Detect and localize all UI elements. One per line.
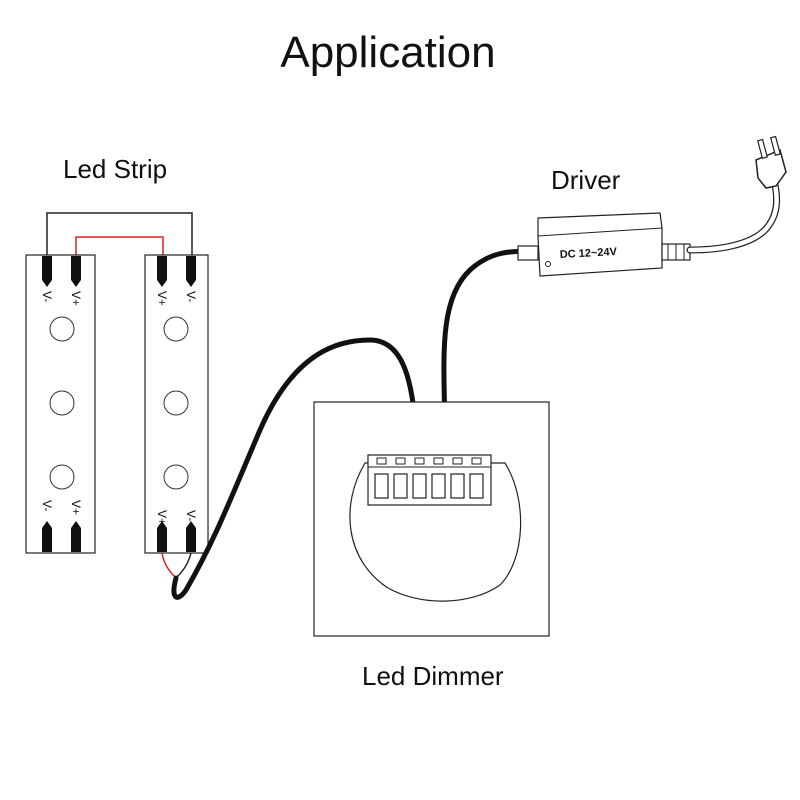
strip-pin-labels: V- V+ V+ V- V- V+ V+ V- [40, 291, 198, 525]
led-strip-right [144, 254, 209, 554]
page-title: Application [280, 28, 496, 77]
strip-bridge-wires [46, 212, 193, 258]
strip-pad [186, 256, 196, 280]
terminal-screw [395, 457, 406, 465]
terminal-slot [450, 473, 465, 499]
led-chip [49, 390, 75, 416]
led-dimmer [313, 401, 550, 637]
terminal-slot [412, 473, 427, 499]
terminal-screw [376, 457, 387, 465]
pin-label: V- [184, 510, 198, 521]
pin-label: V+ [155, 510, 169, 525]
driver: DC 12~24V [517, 212, 691, 277]
led-dimmer-label: Led Dimmer [362, 661, 504, 691]
strip-pad [157, 256, 167, 280]
led-chip [163, 316, 189, 342]
strip-pad [42, 256, 52, 280]
driver-indicator [545, 261, 551, 267]
pin-label: V+ [69, 500, 83, 515]
terminal-screw [471, 457, 482, 465]
led-chip [49, 464, 75, 490]
strip-pad [186, 528, 196, 552]
dimmer-to-driver-cable [441, 248, 538, 433]
terminal-screw [433, 457, 444, 465]
led-chip [163, 390, 189, 416]
pin-label: V+ [69, 291, 83, 306]
terminal-slot [393, 473, 408, 499]
strip-output-leads [161, 552, 192, 579]
pin-label: V+ [155, 291, 169, 306]
strip-to-dimmer-cable [171, 337, 419, 600]
led-chip [49, 316, 75, 342]
terminal-slot [431, 473, 446, 499]
plug-prong [770, 135, 781, 156]
terminal-screw [452, 457, 463, 465]
terminal-slot [374, 473, 389, 499]
strip-pad [71, 256, 81, 280]
driver-rating: DC 12~24V [560, 246, 618, 261]
terminal-slot [469, 473, 484, 499]
strip-pad [71, 528, 81, 552]
power-cord [686, 135, 787, 254]
bridge-wire-red [75, 236, 164, 258]
driver-box [537, 212, 663, 277]
pin-label: V- [184, 291, 198, 302]
led-strip-left [25, 254, 96, 554]
pin-label: V- [40, 500, 54, 511]
driver-label: Driver [551, 165, 621, 195]
terminal-screw [414, 457, 425, 465]
strip-pad [157, 528, 167, 552]
driver-output-plug [517, 245, 539, 261]
pin-label: V- [40, 291, 54, 302]
led-chip [163, 464, 189, 490]
plug-body-icon [755, 148, 787, 189]
strip-pad [42, 528, 52, 552]
led-strip-label: Led Strip [63, 154, 168, 184]
plug-prong [757, 138, 768, 159]
bridge-wire-black [46, 212, 193, 258]
